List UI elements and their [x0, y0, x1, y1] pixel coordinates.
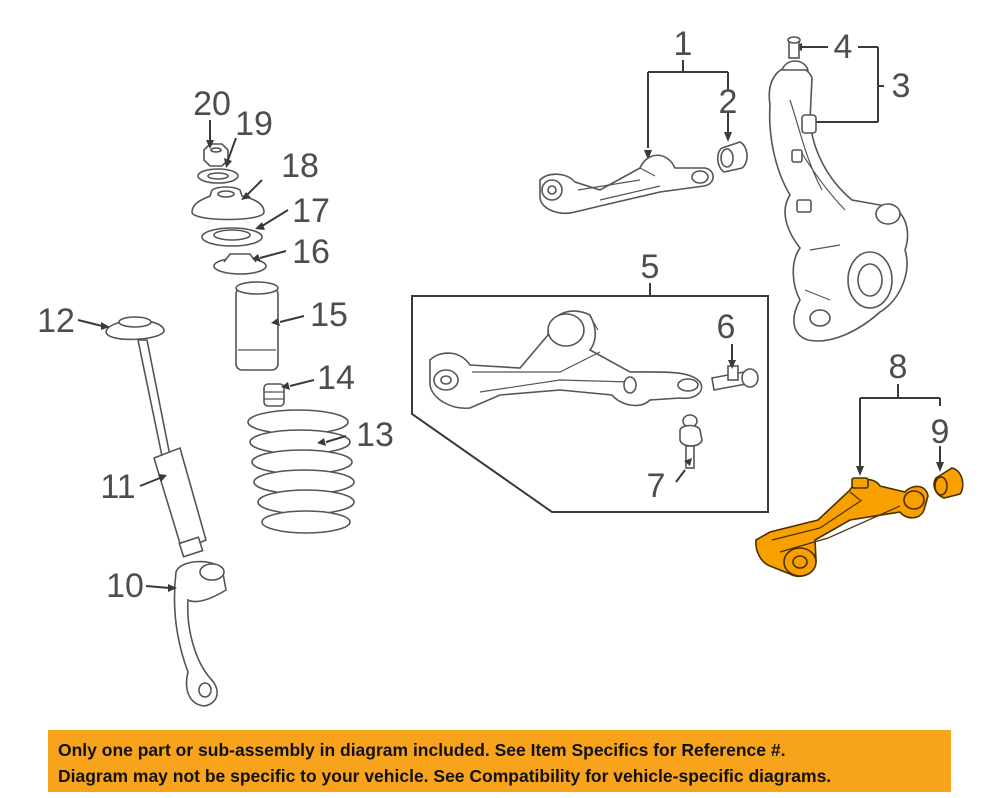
- upper-arm-bushing: [716, 141, 748, 173]
- callout-1: 1: [674, 25, 693, 63]
- disclaimer-banner: Only one part or sub-assembly in diagram…: [48, 730, 951, 792]
- coil-spring: [247, 409, 355, 534]
- disclaimer-line-1: Only one part or sub-assembly in diagram…: [58, 740, 786, 760]
- mount-nut: [203, 143, 229, 167]
- callout-14: 14: [317, 359, 355, 397]
- spring-seat: [213, 253, 267, 275]
- lower-arm-bushing-pin: [711, 365, 759, 391]
- steering-knuckle: [768, 65, 909, 342]
- callout-2: 2: [719, 83, 738, 121]
- callout-5: 5: [641, 248, 660, 286]
- lower-control-arm: [429, 310, 703, 409]
- callout-3: 3: [892, 67, 911, 105]
- callout-19: 19: [235, 105, 273, 143]
- callout-4: 4: [834, 28, 853, 66]
- callout-15: 15: [310, 296, 348, 334]
- callout-18: 18: [281, 147, 319, 185]
- callout-11: 11: [100, 468, 135, 506]
- callout-10: 10: [106, 567, 144, 605]
- strut-mount-stack: 20 19 18 17 16 15 14 13 12 11 10: [37, 85, 394, 707]
- callout-9: 9: [931, 413, 950, 451]
- shock-absorber: [137, 339, 207, 558]
- upper-mount: [191, 186, 265, 221]
- bump-stop: [263, 383, 285, 407]
- upper-control-arm-group: 1 2: [539, 25, 748, 214]
- callout-6: 6: [717, 308, 736, 346]
- lower-control-arm-group: 5 6 7: [411, 248, 769, 513]
- crossmember-bushing-highlighted: [933, 467, 964, 499]
- upper-control-arm: [539, 154, 714, 214]
- disclaimer-line-2: Diagram may not be specific to your vehi…: [58, 766, 832, 786]
- callout-16: 16: [292, 233, 330, 271]
- crossmember-group: 8 9: [755, 348, 964, 578]
- callout-20: 20: [193, 85, 231, 123]
- callout-7: 7: [647, 467, 666, 505]
- ball-joint-top: [780, 36, 810, 71]
- callout-8: 8: [889, 348, 908, 386]
- stabilizer-link: [173, 560, 227, 707]
- mount-washer: [197, 168, 239, 184]
- spring-insulator: [201, 227, 263, 247]
- steering-knuckle-group: 4 3: [768, 28, 911, 342]
- lower-ball-joint: [679, 414, 703, 469]
- shock-mount-plate: [105, 316, 165, 341]
- callout-13: 13: [356, 416, 394, 454]
- crossmember-highlighted: [755, 477, 929, 578]
- callout-12: 12: [37, 302, 75, 340]
- callout-17: 17: [292, 192, 330, 230]
- dust-boot: [235, 281, 279, 371]
